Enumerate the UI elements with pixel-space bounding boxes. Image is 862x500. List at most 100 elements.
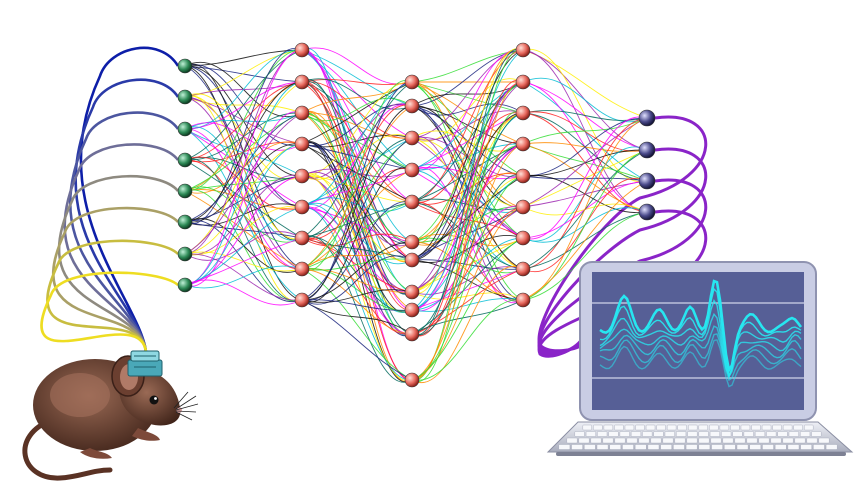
keyboard-key bbox=[698, 424, 708, 431]
signal-trace bbox=[599, 279, 803, 374]
input-node bbox=[177, 246, 193, 262]
electrode-cable bbox=[57, 174, 180, 353]
connection-edge bbox=[522, 211, 648, 301]
output-cable bbox=[537, 147, 708, 354]
keyboard-key bbox=[777, 431, 788, 437]
connection-edge bbox=[184, 49, 303, 192]
keyboard-key bbox=[662, 437, 674, 444]
connection-edge bbox=[301, 289, 413, 303]
mouse-hind-paw bbox=[80, 448, 112, 459]
keyboard-key bbox=[719, 424, 730, 431]
connection-edge bbox=[301, 201, 413, 301]
connection-edge bbox=[411, 48, 524, 336]
connection-edge bbox=[301, 241, 413, 270]
electrode-cables bbox=[40, 46, 180, 353]
connection-edge bbox=[411, 206, 524, 381]
connection-edge bbox=[301, 49, 413, 107]
keyboard-key bbox=[734, 437, 746, 444]
connection-edge bbox=[411, 298, 524, 312]
connection-edge bbox=[301, 105, 413, 301]
connection-edge bbox=[184, 49, 303, 286]
connection-edge bbox=[184, 265, 303, 289]
connection-edge bbox=[301, 258, 413, 271]
hidden-2-node bbox=[404, 74, 420, 90]
mouse-tail bbox=[22, 417, 113, 481]
connection-edge bbox=[411, 206, 524, 293]
signal-traces bbox=[599, 279, 803, 388]
connection-edge bbox=[301, 79, 413, 272]
input-node bbox=[177, 152, 193, 168]
keyboard-key bbox=[635, 424, 645, 431]
keyboard-key bbox=[666, 424, 677, 431]
connection-edge bbox=[301, 141, 413, 383]
hidden-1-node bbox=[294, 42, 310, 58]
output-node bbox=[638, 203, 656, 221]
output-cable bbox=[537, 115, 708, 353]
electrode-cable bbox=[74, 78, 180, 353]
connection-edge bbox=[301, 299, 413, 335]
keyboard-key bbox=[711, 444, 723, 450]
connection-edge bbox=[411, 237, 524, 293]
connection-edge bbox=[411, 237, 524, 311]
connection-edge bbox=[411, 201, 524, 239]
connection-edge bbox=[411, 169, 524, 239]
input-node bbox=[177, 58, 193, 74]
hidden-2-node bbox=[404, 162, 420, 178]
network-connections bbox=[184, 47, 648, 384]
keyboard-key bbox=[677, 424, 687, 431]
hidden-1-node bbox=[294, 105, 310, 121]
connection-edge bbox=[184, 81, 303, 286]
network-nodes bbox=[177, 42, 656, 388]
connection-edge bbox=[411, 49, 524, 139]
hidden-2-node bbox=[404, 234, 420, 250]
keyboard-key bbox=[754, 431, 766, 437]
connection-edge bbox=[411, 205, 524, 312]
keyboard-key bbox=[782, 437, 794, 444]
keyboard-key bbox=[674, 437, 686, 444]
brain-implant bbox=[127, 350, 163, 377]
keyboard-key bbox=[751, 424, 761, 431]
connection-edge bbox=[411, 198, 524, 211]
connection-edge bbox=[301, 268, 413, 381]
electrode-cable bbox=[79, 46, 180, 353]
keyboard-key bbox=[793, 424, 803, 431]
input-node bbox=[177, 183, 193, 199]
hidden-1-node bbox=[294, 136, 310, 152]
connection-edge bbox=[301, 268, 413, 335]
hidden-2-node bbox=[404, 326, 420, 342]
signal-trace bbox=[599, 333, 802, 382]
keyboard-key bbox=[656, 424, 666, 431]
keyboard-key bbox=[673, 444, 685, 450]
keyboard-key bbox=[772, 424, 782, 431]
signal-trace bbox=[599, 312, 802, 379]
keyboard-key bbox=[650, 437, 662, 444]
connection-edge bbox=[301, 81, 413, 381]
keyboard-key bbox=[686, 437, 698, 444]
connection-edge bbox=[184, 219, 303, 303]
connection-edge bbox=[184, 279, 303, 306]
connection-edge bbox=[411, 81, 524, 114]
hidden-3-node bbox=[515, 199, 531, 215]
connection-edge bbox=[301, 202, 413, 265]
connection-edge bbox=[522, 111, 648, 152]
hidden-2-node bbox=[404, 252, 420, 268]
keyboard-key bbox=[603, 424, 614, 431]
hidden-2-node bbox=[404, 194, 420, 210]
connection-edge bbox=[301, 81, 413, 311]
keyboard-key bbox=[622, 444, 634, 450]
keyboard-key bbox=[574, 431, 585, 437]
keyboard-key bbox=[710, 437, 722, 444]
hidden-2-node bbox=[404, 284, 420, 300]
keyboard-key bbox=[593, 424, 603, 431]
connection-edge bbox=[301, 204, 413, 313]
keyboard-key bbox=[685, 444, 698, 450]
keyboard-key bbox=[634, 444, 647, 450]
mouse-front-paw bbox=[132, 428, 160, 441]
keyboard-key bbox=[721, 431, 732, 437]
connection-edge bbox=[411, 143, 524, 381]
connection-edge bbox=[301, 237, 413, 335]
keyboard-key bbox=[770, 437, 782, 444]
hidden-3-node bbox=[515, 261, 531, 277]
connection-edge bbox=[301, 175, 413, 381]
keyboard-key bbox=[566, 437, 578, 444]
